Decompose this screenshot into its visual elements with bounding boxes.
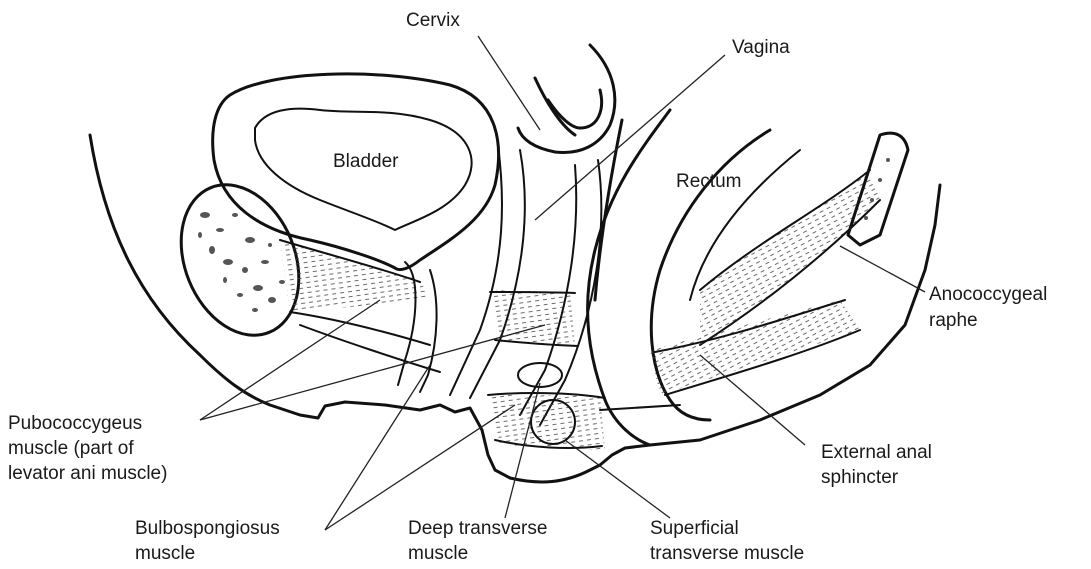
perineal-muscles xyxy=(488,363,680,450)
perineum-outline xyxy=(510,465,600,482)
label-vagina: Vagina xyxy=(732,37,790,59)
label-external-anal-line2: sphincter xyxy=(821,467,898,489)
label-rectum: Rectum xyxy=(676,171,741,193)
cervix xyxy=(518,45,622,300)
label-anococcygeal-line2: raphe xyxy=(929,310,978,332)
label-external-anal-line1: External anal xyxy=(821,442,932,464)
label-pubococcygeus-line3: levator ani muscle) xyxy=(8,463,167,485)
label-bladder: Bladder xyxy=(333,151,399,173)
label-cervix: Cervix xyxy=(406,10,460,32)
label-pubococcygeus-line2: muscle (part of xyxy=(8,438,134,460)
label-pubococcygeus-line1: Pubococcygeus xyxy=(8,413,142,435)
label-bulbospongiosus-line1: Bulbospongiosus xyxy=(135,518,280,540)
label-bulbospongiosus-line2: muscle xyxy=(135,543,195,565)
label-superficial-transverse-line2: transverse muscle xyxy=(650,543,804,565)
pubococcygeus-muscle xyxy=(280,240,578,372)
label-deep-transverse-line2: muscle xyxy=(408,543,468,565)
label-anococcygeal-line1: Anococcygeal xyxy=(929,284,1047,306)
label-deep-transverse-line1: Deep transverse xyxy=(408,518,547,540)
label-superficial-transverse-line1: Superficial xyxy=(650,518,739,540)
levator-ani-right xyxy=(650,170,880,395)
